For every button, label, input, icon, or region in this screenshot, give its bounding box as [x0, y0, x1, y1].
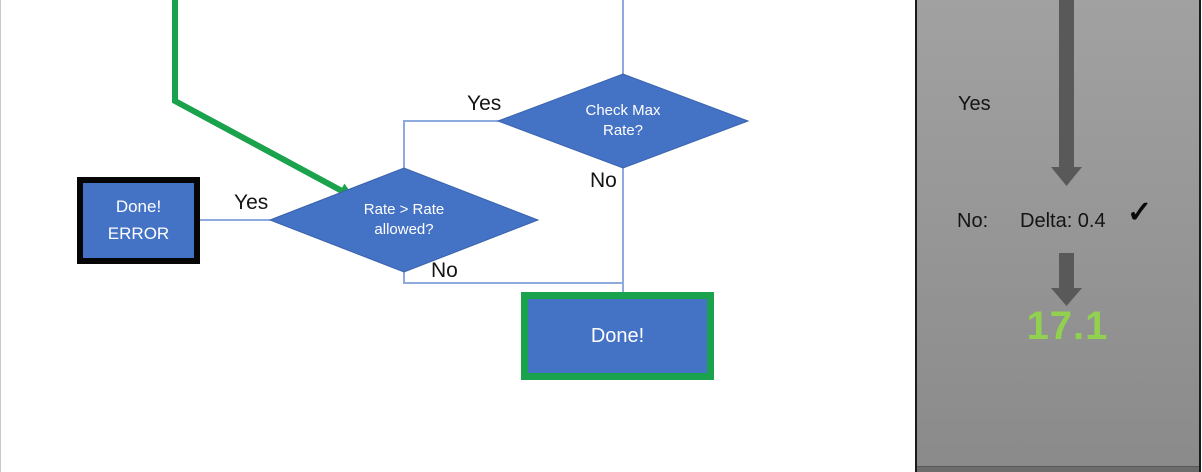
decision-check-max-rate-label: Check Max Rate?	[585, 101, 660, 142]
done-error-line1: Done!	[115, 197, 162, 217]
flow-entry-arrow-line	[172, 0, 344, 194]
done-box-label: Done!	[590, 324, 645, 347]
check-mark-icon: ✓	[1127, 196, 1153, 229]
panel-no-label: No:	[957, 210, 989, 232]
down-arrow-1-shaft	[1059, 0, 1074, 167]
down-arrow-1-head-icon	[1051, 167, 1082, 186]
check-max-no-label: No	[590, 169, 617, 192]
decision-rate-allowed-shape	[268, 167, 540, 273]
panel-delta-value: Delta: 0.4	[1020, 210, 1106, 232]
connector-check-max-yes	[403, 120, 498, 168]
panel-bottom-edge	[917, 466, 1199, 472]
decision-check-max-rate-shape	[496, 73, 750, 169]
done-error-box: Done! ERROR	[77, 177, 200, 264]
decision-rate-allowed-label: Rate > Rate allowed?	[364, 200, 444, 241]
down-arrow-2-head-icon	[1051, 288, 1082, 306]
decision-rate-allowed-line2: allowed?	[374, 221, 434, 238]
rate-allowed-yes-label: Yes	[234, 191, 269, 214]
decision-check-max-line1: Check Max	[585, 101, 661, 119]
panel-yes-label: Yes	[958, 93, 991, 115]
side-panel-arrows	[1051, 0, 1082, 306]
flowchart-canvas	[172, 0, 750, 293]
decision-rate-allowed-line1: Rate > Rate	[363, 200, 445, 218]
rate-allowed-no-label: No	[431, 259, 458, 282]
check-max-yes-label: Yes	[467, 92, 502, 115]
connector-rate-allowed-no	[403, 272, 622, 284]
panel-result-value: 17.1	[1026, 304, 1109, 348]
side-panel: Yes No: Delta: 0.4 ✓ 17.1	[915, 0, 1201, 472]
down-arrow-2-shaft	[1059, 253, 1074, 288]
decision-check-max-line2: Rate?	[602, 122, 644, 139]
done-box: Done!	[521, 292, 714, 380]
done-error-line2: ERROR	[107, 223, 170, 243]
